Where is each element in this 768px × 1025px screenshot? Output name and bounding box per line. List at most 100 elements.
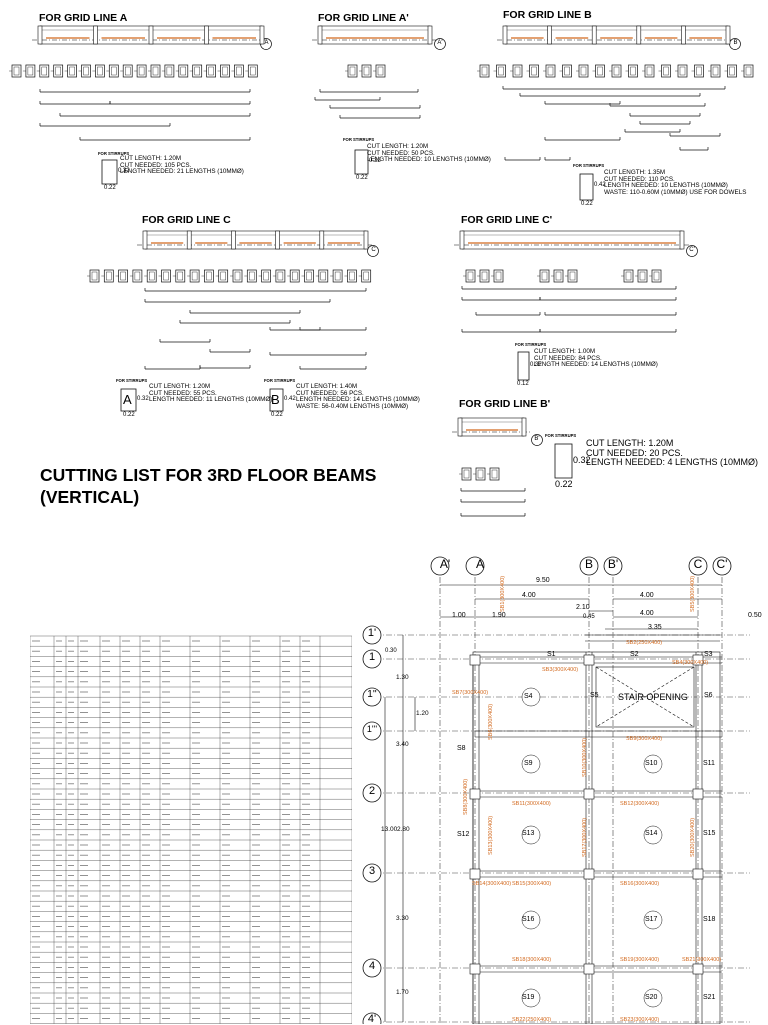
row-label-3: 3: [368, 865, 376, 877]
col-label-b-prime: B': [607, 557, 619, 571]
beam-tag-sb16: SB16(300X400): [620, 881, 660, 887]
beam-tag-sb14: SB14(300X400): [472, 881, 512, 887]
beam-tag-sb12: SB12(300X400): [620, 801, 660, 807]
slab-s5: S5: [590, 692, 599, 699]
beam-tag-sb21: SB21(300X400): [682, 957, 722, 963]
slab-s12: S12: [457, 831, 470, 838]
col-label-b: B: [584, 557, 593, 571]
slab-s9: S9: [524, 760, 533, 767]
beam-tag-sb17: SB17(300X400): [582, 817, 588, 857]
stirrups-label-b: FOR STIRRUPS: [573, 163, 605, 168]
stirrup-w-a: 0.22: [104, 185, 116, 191]
stirrup-w-c-a: 0.22: [123, 412, 135, 418]
col-label-c: C: [693, 557, 703, 571]
stirrups-label-a: FOR STIRRUPS: [98, 151, 130, 156]
dim-0-45: 0.45: [583, 614, 595, 620]
beam-tag-sb20: SB20(300X400): [690, 817, 696, 857]
slab-s3: S3: [704, 651, 713, 658]
cutting-list-table: [30, 635, 352, 1024]
page-title-line-1: CUTTING LIST FOR 3RD FLOOR BEAMS: [40, 465, 377, 485]
heading-grid-c-prime: FOR GRID LINE C': [461, 214, 553, 226]
slab-s8: S8: [457, 745, 466, 752]
slab-s20: S20: [645, 994, 658, 1001]
stirrups-label-a-prime: FOR STIRRUPS: [343, 137, 375, 142]
stirrup-w-a-prime: 0.22: [356, 175, 368, 181]
beam-tag-sb3: SB3(300X400): [542, 667, 579, 673]
slab-s13: S13: [522, 830, 535, 837]
beam-tag-sb19: SB19(300X400): [620, 957, 660, 963]
slab-s1: S1: [547, 651, 556, 658]
heading-grid-a: FOR GRID LINE A: [39, 12, 128, 24]
dim-1-20: 1.20: [416, 710, 429, 717]
dim-1-30: 1.30: [396, 674, 409, 681]
stirrup-letter-c-a: A: [123, 392, 132, 407]
dim-0-50: 0.50: [748, 612, 762, 619]
beam-tag-sb7: SB7(300X400): [452, 690, 489, 696]
stirrups-label-b-prime: FOR STIRRUPS: [545, 433, 577, 438]
stirrup-details: [101, 149, 594, 479]
heading-grid-b-prime: FOR GRID LINE B': [459, 398, 551, 410]
slab-s2: S2: [630, 651, 639, 658]
dim-9-50: 9.50: [536, 577, 550, 584]
stirrup-h-c-b: 0.42: [284, 396, 296, 402]
stirrups-label-c-a: FOR STIRRUPS: [116, 378, 148, 383]
dim-3-35: 3.35: [648, 624, 662, 631]
bubble-b-prime: B': [534, 436, 540, 442]
floor-framing-plan: [362, 556, 750, 1024]
dim-4-00-a: 4.00: [522, 592, 536, 599]
beam-tag-sb13: SB13(300X400): [488, 815, 494, 855]
bubble-b: B: [733, 40, 738, 46]
beam-tag-sb6: SB6(300X400): [488, 703, 494, 740]
bubble-c-prime: C': [689, 247, 695, 253]
row-label-1: 1: [368, 651, 376, 663]
stirrup-h-a-prime: 0.32: [369, 158, 381, 164]
stirrup-w-c-b: 0.22: [271, 412, 283, 418]
dim-3-30: 3.30: [396, 915, 409, 922]
slab-s21: S21: [703, 994, 716, 1001]
stirrup-h-a: 0.32: [118, 168, 130, 174]
beam-tag-sb11: SB11(300X400): [512, 801, 551, 807]
dim-13-00: 13.00: [381, 826, 398, 833]
beam-tag-sb23: SB23(300X400): [620, 1017, 660, 1023]
dim-4-00-c: 4.00: [640, 610, 654, 617]
slab-s15: S15: [703, 830, 716, 837]
row-label-1-double-prime: 1'': [367, 689, 377, 700]
dim-1-90: 1.90: [492, 612, 506, 619]
beam-tag-sb9: SB9(300X400): [626, 736, 663, 742]
row-label-4: 4: [368, 960, 376, 972]
dim-1-70: 1.70: [396, 989, 409, 996]
beam-schedule-drawing: [9, 25, 754, 517]
beam-tag-sb22: SB22(250X400): [512, 1017, 552, 1023]
slab-s14: S14: [645, 830, 658, 837]
heading-grid-c: FOR GRID LINE C: [142, 214, 231, 226]
dim-0-30: 0.30: [385, 648, 397, 654]
stirrup-h-c-a: 0.32: [137, 396, 149, 402]
stirrup-w-b-prime: 0.22: [555, 479, 573, 489]
row-label-4-prime: 4': [367, 1013, 377, 1025]
bubble-a: A: [264, 40, 269, 46]
dim-4-00-b: 4.00: [640, 592, 654, 599]
beam-tag-sb2: SB2(250X400): [626, 640, 663, 646]
dim-2-10: 2.10: [576, 604, 590, 611]
beam-tag-sb15: SB15(300X400): [512, 881, 552, 887]
stirrup-w-b: 0.22: [581, 201, 593, 207]
stirrups-label-c-b: FOR STIRRUPS: [264, 378, 296, 383]
page-title-line-2: (VERTICAL): [40, 487, 140, 507]
stirrup-h-c-prime: 0.32: [530, 362, 542, 368]
stair-opening-label: STAIR OPENING: [618, 692, 688, 702]
stirrups-label-c-prime: FOR STIRRUPS: [515, 342, 547, 347]
dim-1-00: 1.00: [452, 612, 466, 619]
bubble-c: C: [371, 247, 376, 253]
slab-s19: S19: [522, 994, 535, 1001]
beam-tag-sb8: SB8(300X400): [463, 778, 469, 815]
dim-2-80: 2.80: [397, 826, 410, 833]
col-label-a: A: [475, 557, 484, 571]
col-label-c-prime: C': [716, 557, 728, 571]
stirrup-letter-c-b: B: [271, 392, 280, 407]
slab-s11: S11: [703, 760, 715, 767]
